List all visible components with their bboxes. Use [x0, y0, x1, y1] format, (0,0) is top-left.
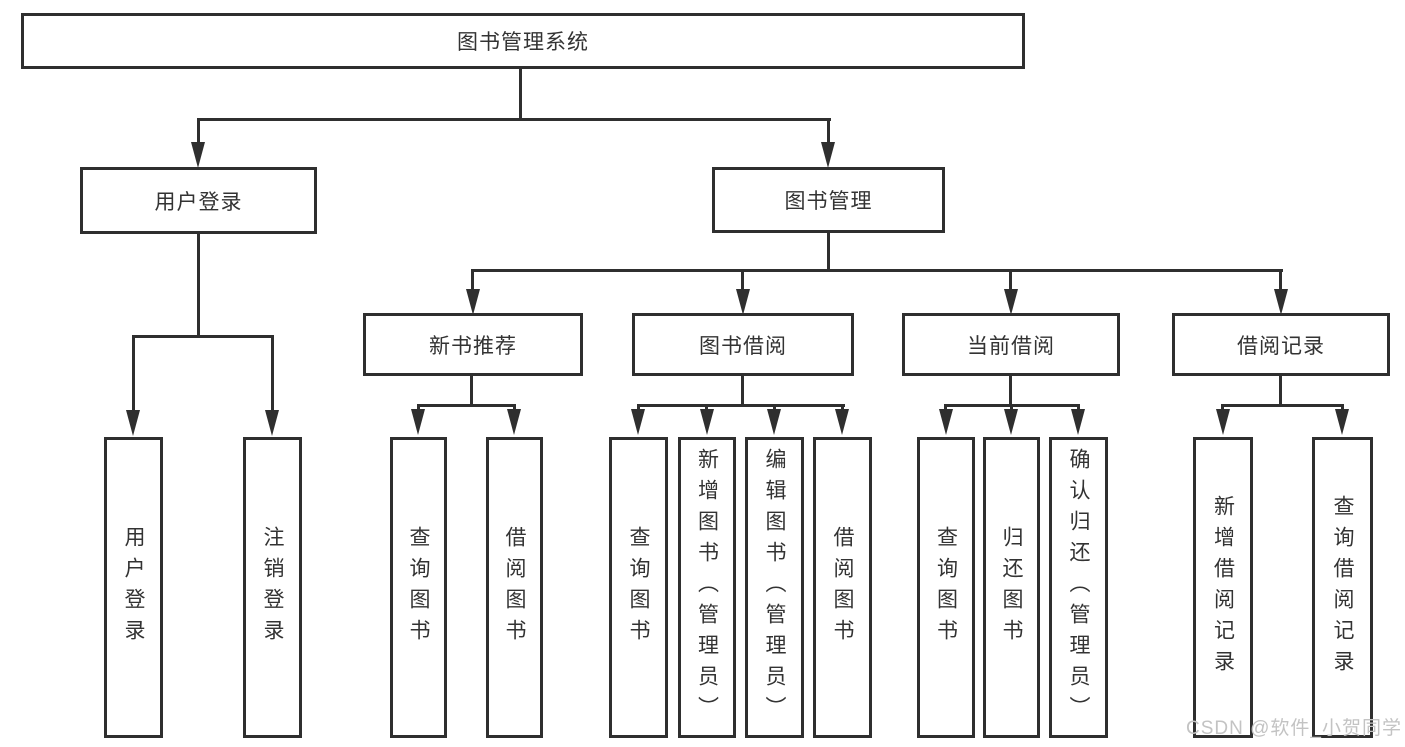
arrow-to-rec-query-record: [1335, 409, 1349, 435]
arrow-to-cur-query: [939, 409, 953, 435]
leaf-borrow-add-book-admin-label: 新增图书（管理员）: [695, 448, 719, 727]
arrow-to-current: [1004, 289, 1018, 315]
arrow-to-cur-return: [1004, 409, 1018, 435]
node-user-login: 用户登录: [80, 167, 317, 234]
arrow-to-rec-add-record: [1216, 409, 1230, 435]
connector-userlogin-vline: [197, 233, 200, 338]
arrow-to-book-management: [821, 142, 835, 168]
node-new-book-recommend: 新书推荐: [363, 313, 583, 376]
connector-stub-records: [1279, 271, 1282, 290]
leaf-current-query-book: 查询图书: [917, 437, 975, 738]
connector-current-hline: [944, 404, 1080, 407]
connector-borrow-vline: [741, 375, 744, 407]
arrow-to-user-login: [191, 142, 205, 168]
node-root-label: 图书管理系统: [457, 31, 589, 54]
node-book-borrow-label: 图书借阅: [699, 334, 787, 358]
arrow-to-leaf-login: [126, 410, 140, 436]
leaf-borrow-borrow-book-label: 借阅图书: [831, 525, 854, 650]
connector-userlogin-hline: [132, 335, 274, 338]
connector-current-vline: [1009, 375, 1012, 407]
connector-stub-current: [1009, 271, 1012, 290]
connector-borrow-hline: [637, 404, 845, 407]
node-new-book-recommend-label: 新书推荐: [429, 334, 517, 358]
node-current-borrow-label: 当前借阅: [967, 334, 1055, 358]
node-book-management-label: 图书管理: [784, 190, 873, 213]
leaf-logout-label: 注销登录: [261, 525, 284, 650]
leaf-recommend-query-book-label: 查询图书: [407, 525, 430, 650]
leaf-borrow-query-book: 查询图书: [609, 437, 668, 738]
leaf-records-query-record: 查询借阅记录: [1312, 437, 1373, 738]
leaf-current-confirm-return-admin-label: 确认归还（管理员）: [1067, 448, 1090, 727]
connector-records-hline: [1221, 404, 1344, 407]
arrow-to-bor-query: [631, 409, 645, 435]
leaf-current-return-book-label: 归还图书: [1000, 525, 1023, 650]
connector-records-vline: [1279, 375, 1282, 407]
node-current-borrow: 当前借阅: [902, 313, 1120, 376]
connector-root-vline: [519, 66, 522, 120]
arrow-to-cur-confirm: [1071, 409, 1085, 435]
connector-stub-leaf-login: [132, 337, 135, 411]
leaf-borrow-edit-book-admin: 编辑图书（管理员）: [745, 437, 804, 738]
leaf-records-add-record-label: 新增借阅记录: [1211, 494, 1235, 681]
connector-stub-leaf-logout: [271, 337, 274, 411]
leaf-records-query-record-label: 查询借阅记录: [1331, 494, 1354, 681]
arrow-to-records: [1274, 289, 1288, 315]
leaf-logout: 注销登录: [243, 437, 302, 738]
leaf-user-login: 用户登录: [104, 437, 163, 738]
node-root: 图书管理系统: [21, 13, 1025, 69]
leaf-borrow-add-book-admin: 新增图书（管理员）: [678, 437, 736, 738]
leaf-current-return-book: 归还图书: [983, 437, 1040, 738]
node-user-login-label: 用户登录: [154, 190, 243, 214]
node-book-borrow: 图书借阅: [632, 313, 854, 376]
connector-bookmgmt-hline: [471, 269, 1283, 272]
connector-bookmgmt-vline: [827, 232, 830, 272]
node-book-management: 图书管理: [712, 167, 945, 233]
leaf-current-query-book-label: 查询图书: [934, 525, 958, 650]
arrow-to-recommend: [466, 289, 480, 315]
connector-stub-borrow: [741, 271, 744, 290]
leaf-borrow-borrow-book: 借阅图书: [813, 437, 872, 738]
leaf-user-login-label: 用户登录: [122, 525, 145, 650]
leaf-current-confirm-return-admin: 确认归还（管理员）: [1049, 437, 1108, 738]
leaf-borrow-query-book-label: 查询图书: [627, 525, 650, 650]
arrow-to-bor-borrow: [835, 409, 849, 435]
connector-recommend-hline: [417, 404, 516, 407]
arrow-to-borrow: [736, 289, 750, 315]
arrow-to-bor-add: [700, 409, 714, 435]
connector-stub-recommend: [471, 271, 474, 290]
leaf-borrow-edit-book-admin-label: 编辑图书（管理员）: [763, 448, 786, 727]
leaf-recommend-query-book: 查询图书: [390, 437, 447, 738]
arrow-to-rec-query: [411, 409, 425, 435]
connector-stub-book-management: [827, 120, 830, 146]
arrow-to-rec-borrow: [507, 409, 521, 435]
leaf-recommend-borrow-book: 借阅图书: [486, 437, 543, 738]
node-borrow-records: 借阅记录: [1172, 313, 1390, 376]
leaf-recommend-borrow-book-label: 借阅图书: [503, 525, 526, 650]
connector-stub-user-login: [197, 120, 200, 146]
connector-root-hline: [197, 118, 831, 121]
node-borrow-records-label: 借阅记录: [1237, 334, 1325, 358]
watermark: CSDN @软件_小贺同学: [1186, 718, 1402, 739]
arrow-to-bor-edit: [767, 409, 781, 435]
arrow-to-leaf-logout: [265, 410, 279, 436]
connector-recommend-vline: [470, 375, 473, 407]
leaf-records-add-record: 新增借阅记录: [1193, 437, 1253, 738]
